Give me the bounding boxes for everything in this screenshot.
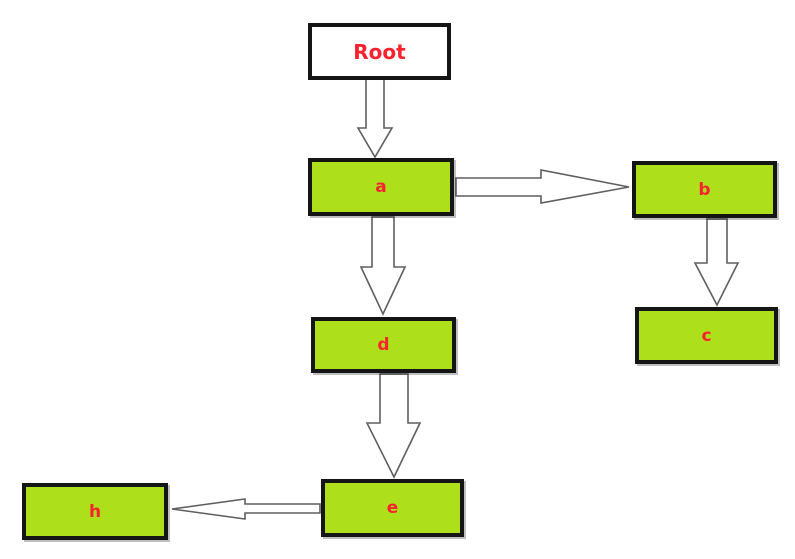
node-c-label: c xyxy=(701,325,712,346)
arrow-e-to-h xyxy=(171,498,321,520)
node-a: a xyxy=(308,158,454,216)
node-b-label: b xyxy=(698,179,711,200)
arrow-root-to-a xyxy=(356,78,394,159)
node-root: Root xyxy=(308,23,451,80)
arrow-d-to-e xyxy=(365,373,422,479)
node-h: h xyxy=(22,483,168,540)
node-h-label: h xyxy=(88,501,102,522)
node-d-label: d xyxy=(377,335,390,355)
node-b: b xyxy=(632,161,777,218)
node-a-label: a xyxy=(375,177,387,197)
arrow-a-to-b xyxy=(455,169,630,204)
arrow-b-to-c xyxy=(693,218,740,307)
node-e: e xyxy=(321,479,464,537)
node-root-label: Root xyxy=(353,39,406,64)
node-e-label: e xyxy=(386,498,399,518)
arrow-a-to-d xyxy=(359,216,407,316)
node-c: c xyxy=(635,307,778,364)
node-d: d xyxy=(311,317,456,373)
